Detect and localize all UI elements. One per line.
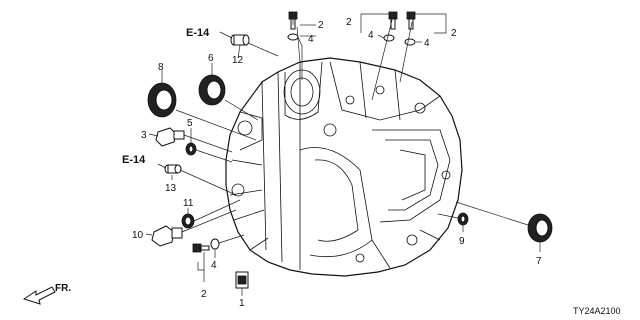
transmission-case-housing — [225, 57, 463, 277]
callout-13: 13 — [165, 183, 177, 194]
callout-7: 7 — [536, 256, 542, 267]
callout-5: 5 — [187, 118, 193, 129]
callout-9: 9 — [459, 236, 465, 247]
oil-seal-6 — [198, 74, 226, 106]
front-direction-label: FR. — [55, 283, 71, 294]
callout-12: 12 — [232, 55, 244, 66]
washer-11 — [181, 213, 195, 229]
callout-3: 3 — [141, 130, 147, 141]
reference-label-top: E-14 — [186, 27, 210, 39]
drain-bolt-10 — [151, 225, 183, 247]
clip-1 — [235, 271, 249, 289]
washer-top-right — [404, 38, 416, 46]
callout-2-lower: 2 — [201, 289, 207, 300]
dowel-pin-13 — [164, 164, 182, 174]
callout-2-top-mid: 2 — [346, 17, 352, 28]
callout-2-top-right: 2 — [451, 28, 457, 39]
callout-10: 10 — [132, 230, 144, 241]
oil-seal-7 — [527, 213, 553, 243]
oil-seal-8 — [147, 82, 177, 118]
callout-2-top-left: 2 — [318, 20, 324, 31]
callout-8: 8 — [158, 62, 164, 73]
leader-lines — [145, 13, 541, 296]
callout-4-lower: 4 — [211, 260, 217, 271]
callout-4-top-right: 4 — [424, 38, 430, 49]
washer-top-mid — [383, 34, 395, 42]
plug-bolt-3 — [155, 127, 185, 147]
washer-lower-4 — [210, 238, 220, 250]
washer-5 — [185, 142, 197, 156]
bolt-top-right — [406, 11, 416, 30]
callout-1: 1 — [239, 298, 245, 309]
reference-label-mid: E-14 — [122, 154, 146, 166]
callout-4-top-mid: 4 — [368, 30, 374, 41]
callout-11: 11 — [183, 198, 194, 209]
washer-top-left — [287, 33, 299, 41]
callout-4-top-left: 4 — [308, 34, 314, 45]
callout-6: 6 — [208, 53, 214, 64]
front-direction-arrow — [22, 286, 56, 305]
diagram-code: TY24A2100 — [573, 306, 621, 316]
bolt-lower-2 — [192, 243, 210, 253]
dowel-pin-12 — [230, 34, 250, 46]
plug-9 — [457, 212, 469, 226]
